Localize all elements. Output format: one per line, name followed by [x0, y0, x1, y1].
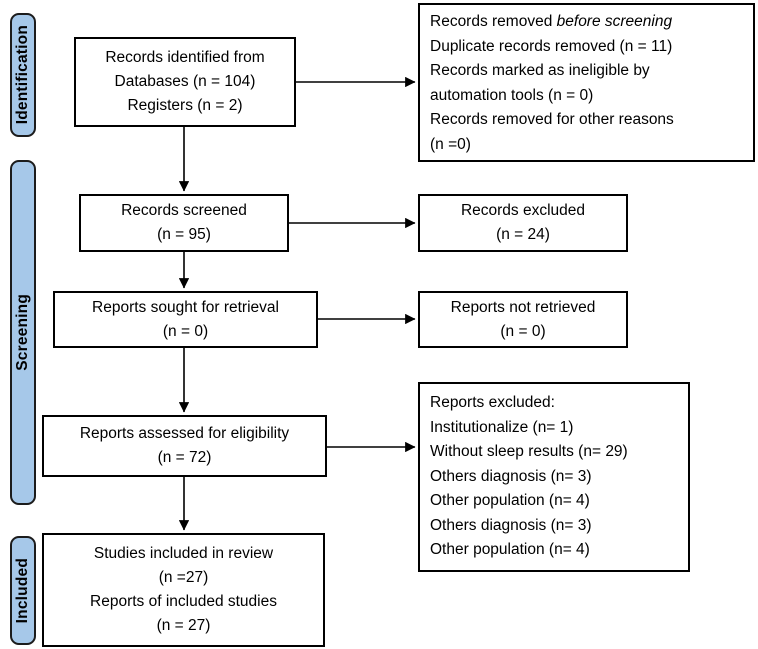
box-records-excluded: Records excluded (n = 24) — [418, 194, 628, 252]
text-line: Others diagnosis (n= 3) — [430, 467, 592, 485]
text-line: Registers (n = 2) — [127, 97, 243, 114]
text-line: Reports assessed for eligibility — [79, 425, 290, 442]
stage-label-text: Identification — [14, 25, 31, 125]
stage-label-text: Included — [14, 557, 31, 624]
text-line: (n = 0) — [162, 322, 209, 340]
text-line: Others diagnosis (n= 3) — [430, 516, 592, 534]
text-line: Reports of included studies — [90, 593, 277, 610]
text-line: (n = 0) — [500, 322, 546, 340]
stage-label-identification: Identification — [10, 13, 36, 137]
text-line: (n = 72) — [157, 449, 212, 466]
text-line: Reports not retrieved — [450, 298, 596, 316]
box-studies-included: Studies included in review (n =27) Repor… — [42, 533, 325, 647]
box-reports-not-retrieved: Reports not retrieved (n = 0) — [418, 291, 628, 348]
text-line: (n = 95) — [157, 226, 211, 243]
text-line: Institutionalize (n= 1) — [430, 418, 574, 436]
text-line: Studies included in review — [93, 545, 274, 562]
text-line: Records removed before screening — [430, 10, 745, 35]
text-line: Records screened — [121, 202, 247, 219]
text-segment-italic: before screening — [556, 13, 673, 30]
text-segment: Records removed — [430, 13, 553, 30]
text-line: Other population (n= 4) — [430, 492, 590, 509]
box-reports-sought: Reports sought for retrieval (n = 0) — [53, 291, 318, 348]
stage-label-screening: Screening — [10, 160, 36, 505]
text-line: Reports sought for retrieval — [92, 298, 279, 316]
box-records-identified: Records identified from Databases (n = 1… — [74, 37, 296, 127]
box-records-removed: Records removed before screening Duplica… — [418, 3, 755, 162]
box-reports-excluded: Reports excluded: Institutionalize (n= 1… — [418, 382, 690, 572]
stage-label-text: Screening — [14, 294, 31, 371]
text-line: Records marked as ineligible by — [430, 62, 650, 79]
text-line: Records excluded — [460, 202, 586, 219]
text-line: Databases (n = 104) — [114, 73, 256, 90]
text-line: Records removed for other reasons — [430, 111, 674, 128]
text-line: Reports excluded: — [430, 394, 555, 411]
box-reports-assessed: Reports assessed for eligibility (n = 72… — [42, 415, 327, 477]
text-line: (n = 24) — [496, 226, 550, 243]
text-line: Without sleep results (n= 29) — [430, 443, 628, 460]
text-line: (n =0) — [430, 135, 471, 153]
box-records-screened: Records screened (n = 95) — [79, 194, 289, 252]
text-line: Records identified from — [105, 49, 265, 66]
text-line: automation tools (n = 0) — [430, 86, 594, 104]
text-line: (n = 27) — [156, 617, 211, 634]
text-line: Duplicate records removed (n = 11) — [430, 37, 673, 55]
text-line: Other population (n= 4) — [430, 541, 590, 558]
stage-label-included: Included — [10, 536, 36, 645]
text-line: (n =27) — [158, 569, 209, 586]
